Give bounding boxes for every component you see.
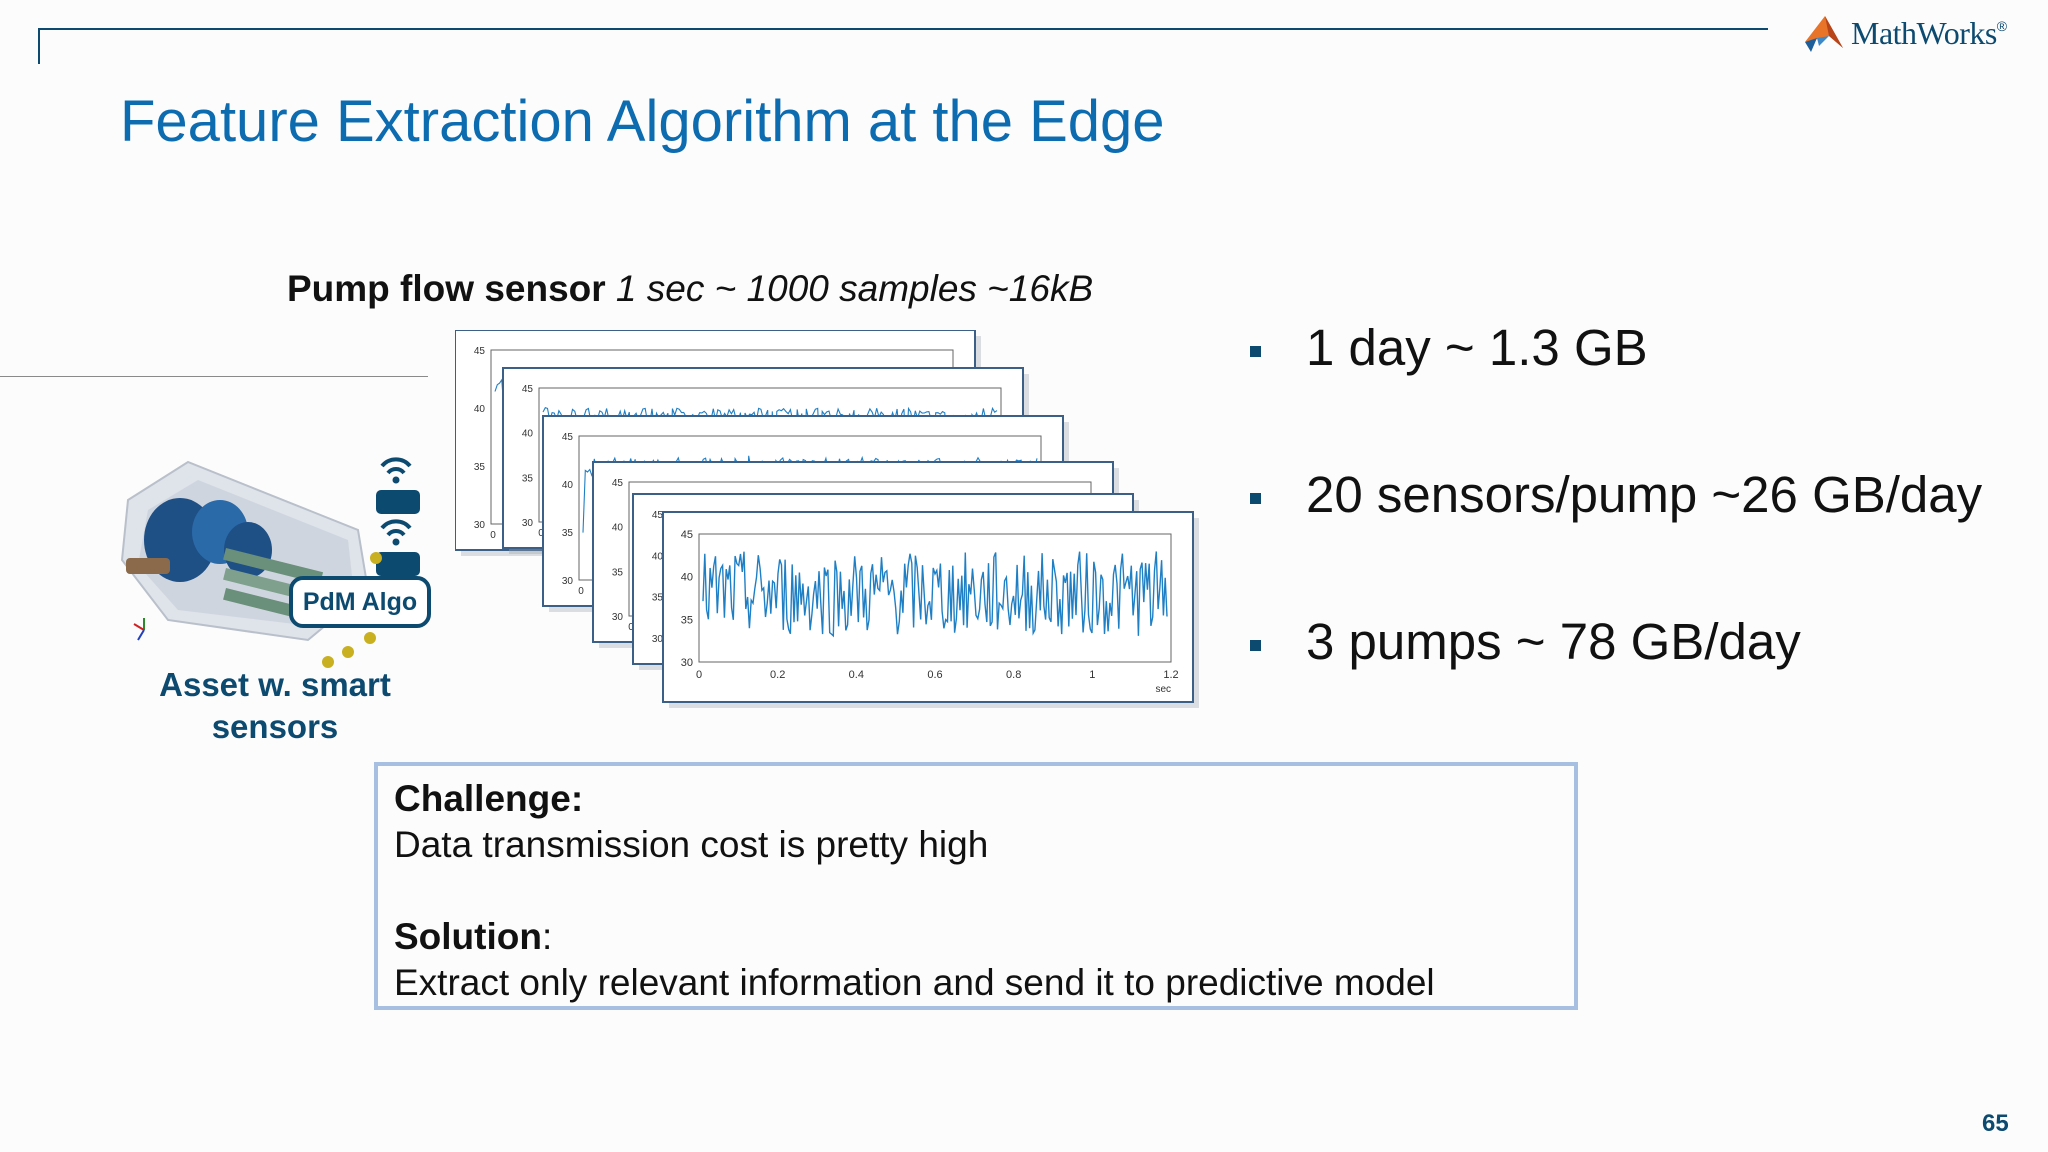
y-tick-label: 45 — [474, 346, 486, 357]
x-tick-label: 0 — [628, 622, 634, 633]
y-tick-label: 35 — [681, 614, 693, 626]
x-tick-label: 1.2 — [1163, 669, 1178, 681]
signal-plot-panel: 30 35 40 45 0 0.2 0.4 0.6 0.8 1 1.2 sec — [662, 511, 1199, 708]
bullet-square-icon — [1250, 493, 1261, 504]
solution-text: Extract only relevant information and se… — [394, 962, 1435, 1003]
solution-colon: : — [541, 916, 553, 957]
y-tick-label: 45 — [681, 529, 693, 541]
membrane-logo-icon — [1805, 16, 1843, 52]
y-tick-label: 40 — [474, 404, 486, 415]
y-tick-label: 40 — [652, 551, 664, 562]
bullet-square-icon — [1250, 640, 1261, 651]
sensor-caption-bold: Pump flow sensor — [287, 268, 606, 309]
challenge-label: Challenge: — [394, 778, 584, 819]
y-tick-label: 40 — [612, 523, 624, 534]
y-tick-label: 40 — [562, 480, 574, 491]
x-tick-label: 0 — [578, 586, 584, 597]
header-rule — [38, 28, 1768, 30]
bullet-square-icon — [1250, 346, 1261, 357]
bullet-text: 20 sensors/pump ~26 GB/day — [1306, 466, 1983, 523]
y-tick-label: 30 — [474, 520, 486, 531]
page-number: 65 — [1982, 1110, 2009, 1137]
mathworks-logo: MathWorks ® — [1803, 10, 2007, 56]
logo-text: MathWorks — [1851, 14, 1997, 51]
y-tick-label: 40 — [522, 429, 534, 440]
wifi-sensor-icon — [376, 519, 420, 576]
solution-label: Solution — [394, 916, 542, 957]
challenge-text: Data transmission cost is pretty high — [394, 824, 989, 865]
logo-registered-mark: ® — [1996, 18, 2008, 34]
x-tick-label: 0.6 — [927, 669, 942, 681]
x-tick-label: 0.4 — [849, 669, 864, 681]
y-tick-label: 30 — [612, 612, 624, 623]
y-tick-label: 45 — [562, 432, 574, 443]
x-tick-label: 0.2 — [770, 669, 785, 681]
x-tick-label: 0 — [538, 528, 544, 539]
y-tick-label: 35 — [522, 473, 534, 484]
y-tick-label: 45 — [612, 478, 624, 489]
pdm-algo-badge: PdM Algo — [289, 576, 431, 628]
asset-label: Asset w. smart sensors — [159, 666, 391, 745]
x-unit-label: sec — [1155, 684, 1171, 695]
wifi-sensor-icon — [376, 457, 420, 514]
y-tick-label: 30 — [522, 518, 534, 529]
y-tick-label: 35 — [562, 528, 574, 539]
y-tick-label: 40 — [681, 572, 693, 584]
y-tick-label: 30 — [681, 657, 693, 669]
y-tick-label: 30 — [652, 634, 664, 645]
pump-illustration — [120, 457, 420, 668]
x-tick-label: 0 — [490, 530, 496, 541]
solution-heading: Solution: — [394, 914, 1558, 960]
y-tick-label: 45 — [522, 384, 534, 395]
sensor-signal-plots: 3035404503035404503035404503035404503035… — [455, 330, 1199, 708]
sensor-caption: Pump flow sensor 1 sec ~ 1000 samples ~1… — [287, 268, 1093, 310]
x-tick-label: 0.8 — [1006, 669, 1021, 681]
x-tick-label: 0 — [696, 669, 702, 681]
sensor-caption-italic: 1 sec ~ 1000 samples ~16kB — [605, 268, 1094, 309]
header-rule-corner — [38, 28, 40, 64]
x-tick-label: 1 — [1089, 669, 1095, 681]
bullet-text: 1 day ~ 1.3 GB — [1306, 319, 1648, 376]
plot-axes — [698, 533, 1172, 663]
challenge-solution-box: Challenge: Data transmission cost is pre… — [374, 762, 1578, 1010]
divider-line — [0, 376, 428, 377]
y-tick-label: 35 — [612, 567, 624, 578]
y-tick-label: 35 — [652, 593, 664, 604]
page-title: Feature Extraction Algorithm at the Edge — [120, 89, 1165, 154]
y-tick-label: 30 — [562, 576, 574, 587]
signal-line — [702, 551, 1168, 638]
bullet-text: 3 pumps ~ 78 GB/day — [1306, 613, 1801, 670]
y-tick-label: 45 — [652, 510, 664, 521]
y-tick-label: 35 — [474, 462, 486, 473]
